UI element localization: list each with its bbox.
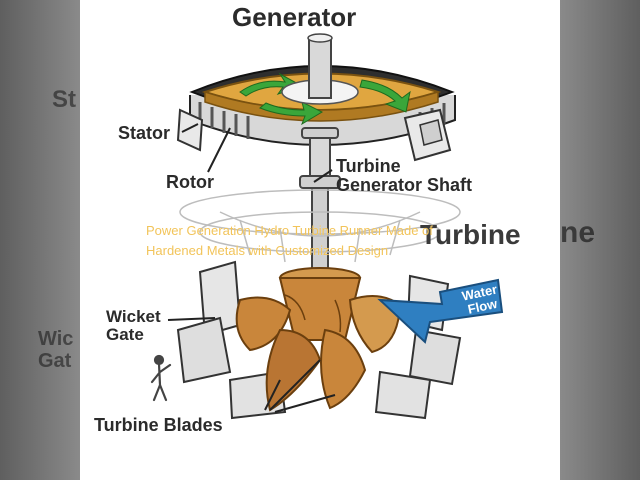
ghost-label-gate: Gat (38, 350, 71, 373)
label-wicket-gate: Wicket Gate (106, 308, 161, 344)
overlay-caption: Power Generation Hydro Turbine Runner Ma… (146, 221, 506, 261)
overlay-caption-line1: Power Generation Hydro Turbine Runner Ma… (146, 221, 506, 241)
ghost-label-turbine: ne (560, 216, 595, 250)
label-wicket-line1: Wicket (106, 308, 161, 326)
ghost-label-wicket: Wic (38, 328, 73, 351)
label-rotor: Rotor (166, 173, 214, 192)
label-shaft-line2: Generator Shaft (336, 176, 472, 195)
label-stator: Stator (118, 124, 170, 143)
background-right-strip: ne (560, 0, 640, 480)
label-shaft-line1: Turbine (336, 157, 472, 176)
label-turbine-blades: Turbine Blades (94, 416, 223, 435)
human-figure (152, 356, 170, 400)
label-turbine-generator-shaft: Turbine Generator Shaft (336, 157, 472, 195)
diagram-title: Generator (232, 4, 356, 31)
background-left-strip: St Wic Gat (0, 0, 80, 480)
label-wicket-line2: Gate (106, 326, 161, 344)
overlay-caption-line2: Hardened Metals with Customized Design (146, 241, 506, 261)
ghost-label-stator: St (52, 86, 76, 114)
